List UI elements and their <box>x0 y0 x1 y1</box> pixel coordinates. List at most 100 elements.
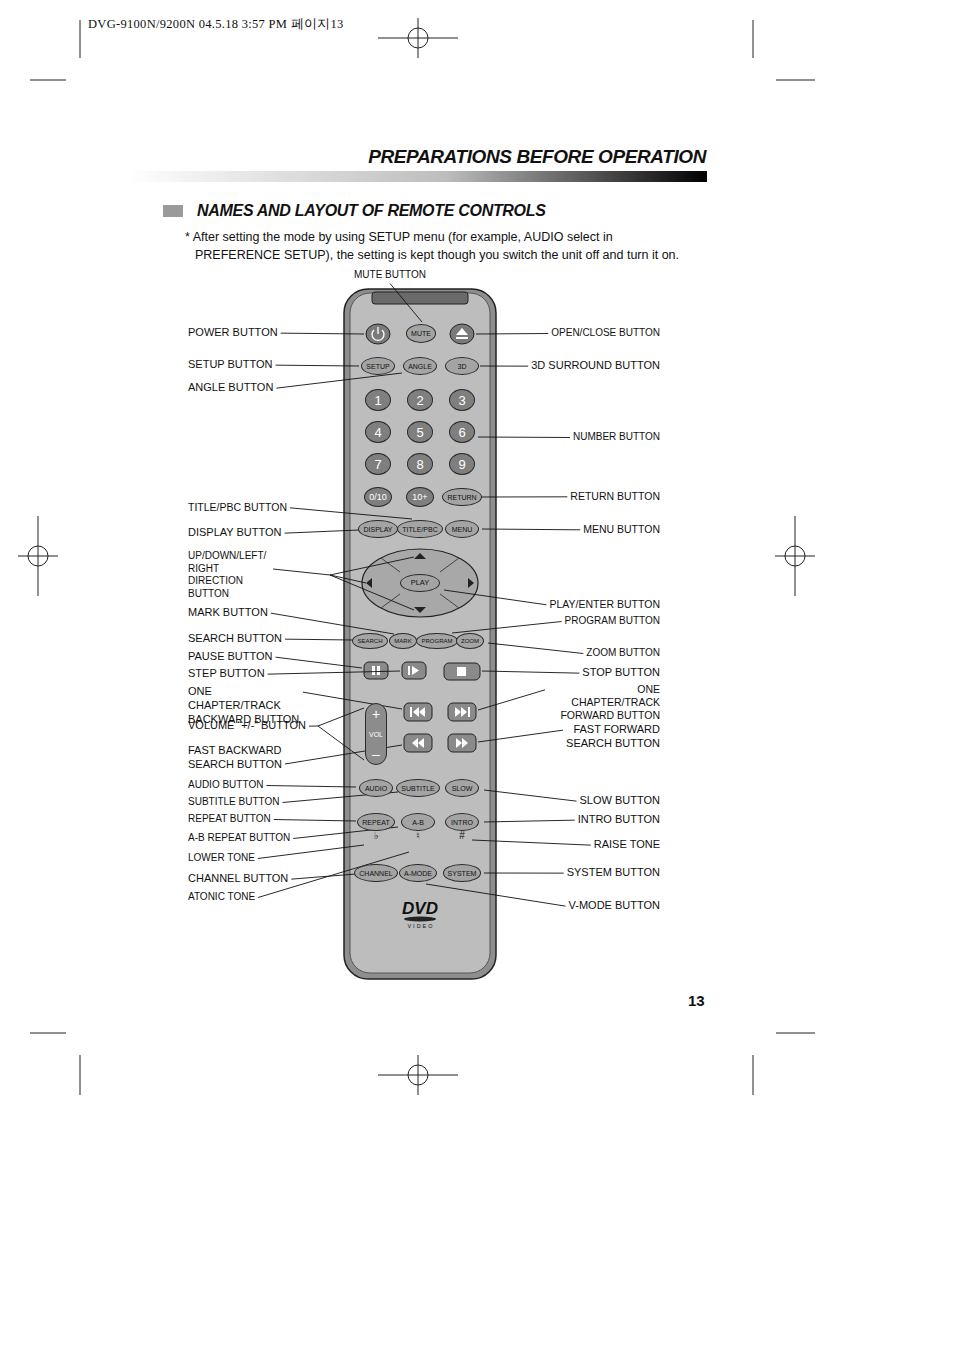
remote-button: A-B♮ <box>401 813 435 831</box>
remote-button: MARK <box>389 633 416 649</box>
remote-button: SLOW <box>445 779 479 797</box>
leader-line <box>309 726 318 727</box>
callout-label: ZOOM BUTTON <box>586 647 660 660</box>
leader-line <box>276 657 362 668</box>
button-text: 0/10 <box>369 493 387 502</box>
button-text: 6 <box>458 426 465 439</box>
leader-line <box>472 840 591 845</box>
callout-label: PLAY/ENTER BUTTON <box>550 598 660 611</box>
button-text: 7 <box>374 458 381 471</box>
remote-button: MUTE <box>406 324 436 343</box>
button-text: AUDIO <box>365 785 387 792</box>
leader-line <box>330 557 414 575</box>
note-text: * After setting the mode by using SETUP … <box>185 228 700 264</box>
button-text: ZOOM <box>461 638 479 644</box>
button-text: SLOW <box>452 785 473 792</box>
callout-label: FAST FORWARD SEARCH BUTTON <box>566 723 660 751</box>
leader-line <box>452 622 562 634</box>
leader-line <box>444 590 547 605</box>
button-text: 4 <box>374 426 381 439</box>
callout-label: A-B REPEAT BUTTON <box>188 832 290 845</box>
remote-button: PLAY <box>400 574 440 592</box>
callout-label: RETURN BUTTON <box>570 490 660 503</box>
callout-label: DISPLAY BUTTON <box>188 526 282 540</box>
remote-button: A-MODE <box>399 864 437 882</box>
number-button: 3 <box>449 389 475 411</box>
callout-label: MARK BUTTON <box>188 606 268 620</box>
logo-text: VIDEO <box>407 924 434 930</box>
callout-label: PROGRAM BUTTON <box>565 615 660 628</box>
leader-line <box>285 530 359 533</box>
leader-line <box>290 508 412 519</box>
leader-line <box>478 690 545 710</box>
leader-line <box>482 529 580 531</box>
tone-symbol: ♭ <box>373 831 380 841</box>
remote-button: PROGRAM <box>416 633 457 649</box>
number-button: 2 <box>407 389 433 411</box>
leader-line <box>281 333 364 335</box>
leader-line <box>285 639 353 641</box>
number-button: 6 <box>449 421 475 443</box>
print-header: DVG-9100N/9200N 04.5.18 3:57 PM 페이지13 <box>88 17 344 33</box>
button-text: MENU <box>452 526 473 533</box>
callout-label: CHANNEL BUTTON <box>188 872 288 886</box>
button-text: INTRO <box>451 819 473 826</box>
callout-label: SYSTEM BUTTON <box>567 866 660 880</box>
button-text: – <box>372 747 380 761</box>
heading-bar <box>128 171 707 182</box>
open-close-button <box>450 324 474 344</box>
leader-line <box>258 845 364 859</box>
button-text: SUBTITLE <box>401 785 434 792</box>
leader-line <box>482 496 567 497</box>
callout-label: ATONIC TONE <box>188 891 255 904</box>
callout-label: REPEAT BUTTON <box>188 813 271 826</box>
leader-line <box>476 333 548 335</box>
leader-line <box>276 365 359 367</box>
number-button: 9 <box>449 453 475 475</box>
callout-label: INTRO BUTTON <box>578 813 660 827</box>
button-text: PROGRAM <box>421 638 452 644</box>
button-text: ANGLE <box>408 363 432 370</box>
callout-label: STOP BUTTON <box>582 666 660 680</box>
button-text: CHANNEL <box>359 870 392 877</box>
leader-line <box>488 643 583 654</box>
button-text: 3 <box>458 394 465 407</box>
remote-button: CHANNEL <box>354 864 397 882</box>
leader-line <box>482 671 579 673</box>
crop-marks <box>18 18 815 1095</box>
button-text: SEARCH <box>357 638 382 644</box>
leader-line <box>330 575 366 583</box>
button-text: MUTE <box>411 330 431 337</box>
power-button <box>366 324 390 344</box>
remote-button: 3D <box>445 357 479 375</box>
number-button: 0/10 <box>364 487 392 507</box>
button-text: VOL <box>369 731 383 738</box>
page-number: 13 <box>688 992 705 1011</box>
button-text: 1 <box>374 394 381 407</box>
button-text: A-MODE <box>404 870 432 877</box>
button-text: RETURN <box>447 494 476 501</box>
callout-label: 3D SURROUND BUTTON <box>531 359 660 373</box>
number-button: 10+ <box>406 487 434 507</box>
direction-pad <box>362 549 478 617</box>
remote-button: SEARCH <box>352 633 387 649</box>
remote-button: MENU <box>445 520 479 538</box>
callout-label: MENU BUTTON <box>583 523 660 536</box>
leader-line <box>271 613 394 634</box>
button-text: SETUP <box>366 363 389 370</box>
callout-label: SUBTITLE BUTTON <box>188 796 280 809</box>
leader-line <box>274 820 356 822</box>
volume-rocker: +VOL– <box>365 703 387 765</box>
button-text: 3D <box>458 363 467 370</box>
number-button: 5 <box>407 421 433 443</box>
remote-button: ANGLE <box>403 357 437 375</box>
leader-line <box>318 708 364 726</box>
leader-line <box>390 284 422 323</box>
remote-button: RETURN <box>442 488 481 506</box>
button-text: 9 <box>458 458 465 471</box>
leader-line <box>273 569 330 575</box>
callout-label: TITLE/PBC BUTTON <box>188 501 287 514</box>
remote-button: AUDIO <box>359 779 393 797</box>
button-text: 2 <box>416 394 423 407</box>
tone-symbol: # <box>458 831 466 841</box>
